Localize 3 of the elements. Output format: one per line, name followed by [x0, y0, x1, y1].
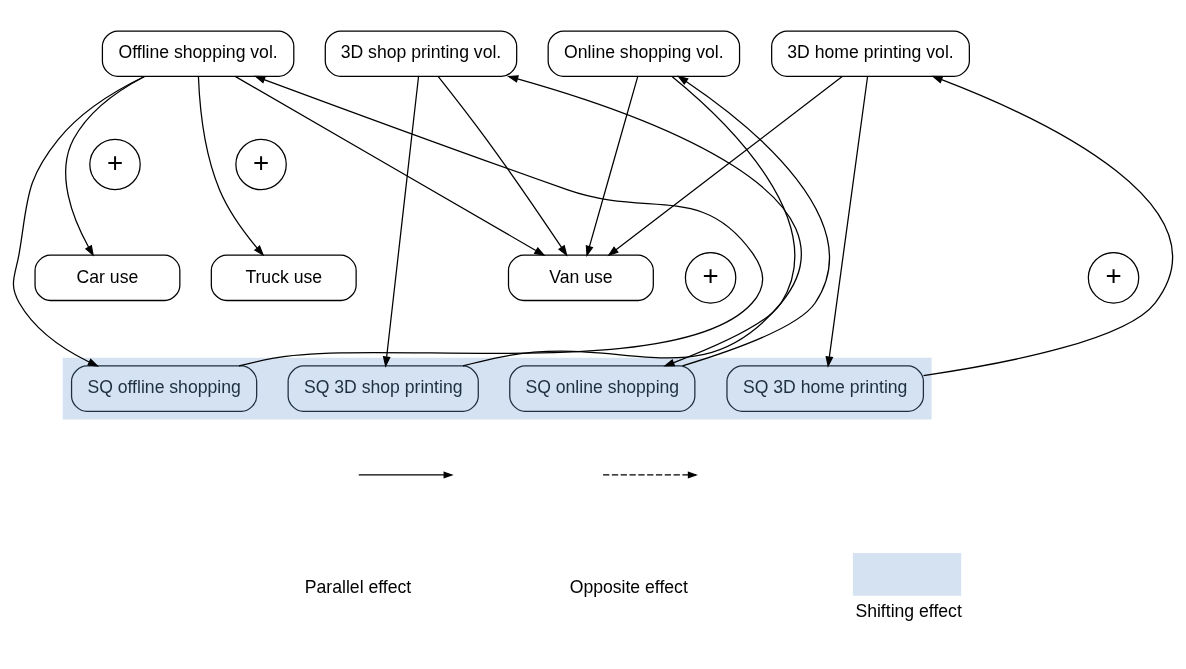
legend-label: Opposite effect [569, 576, 688, 597]
legend-label: Shifting effect [855, 601, 962, 622]
legend-label: Parallel effect [304, 576, 412, 597]
